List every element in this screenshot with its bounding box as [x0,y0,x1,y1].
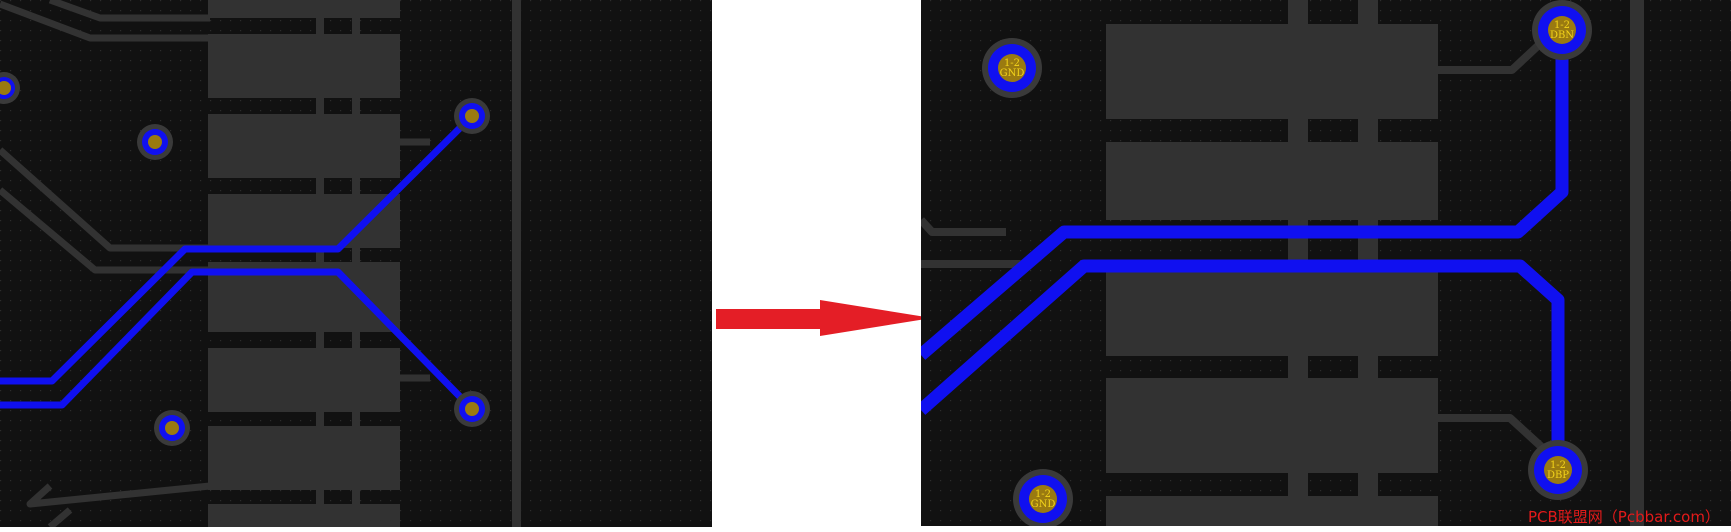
right-pcb-panel: 1-2 DBN 1-2 GND 1-2 DBP 1-2 GND [921,0,1731,526]
via-label-line1: 1-2 [1004,58,1020,69]
left-vias [0,72,490,446]
via-label-line1: 1-2 [1554,20,1570,31]
via-icon [137,124,173,160]
right-via-gnd-top: 1-2 GND [982,38,1042,98]
via-label-line1: 1-2 [1035,489,1051,500]
via-label-line2: DBN [1550,30,1574,41]
via-icon [0,72,20,104]
left-grey-traces [0,0,430,527]
via-label-line2: GND [1000,68,1025,79]
right-via-gnd-bottom: 1-2 GND [1013,469,1073,526]
left-pcb-panel [0,0,712,527]
via-icon [1532,0,1592,60]
via-icon [454,98,490,134]
right-grey-traces [921,39,1548,453]
transition-arrow-icon [716,300,932,336]
via-icon [1013,469,1073,526]
via-label-line1: 1-2 [1550,460,1566,471]
right-vertical-bus-trace [1630,0,1644,526]
right-via-dbp: 1-2 DBP [1528,440,1588,500]
watermark-text: PCB联盟网（Pcbbar.com） [1528,508,1720,526]
via-label-line2: GND [1031,499,1056,510]
left-vertical-bus-trace [512,0,521,527]
left-blue-diff-pair [0,113,475,412]
via-icon [1528,440,1588,500]
right-via-dbn: 1-2 DBN [1532,0,1592,60]
via-icon [154,410,190,446]
right-blue-diff-pair [921,30,1569,470]
via-icon [454,391,490,427]
left-copper-pads [208,0,400,527]
via-icon [982,38,1042,98]
via-label-line2: DBP [1547,470,1569,481]
